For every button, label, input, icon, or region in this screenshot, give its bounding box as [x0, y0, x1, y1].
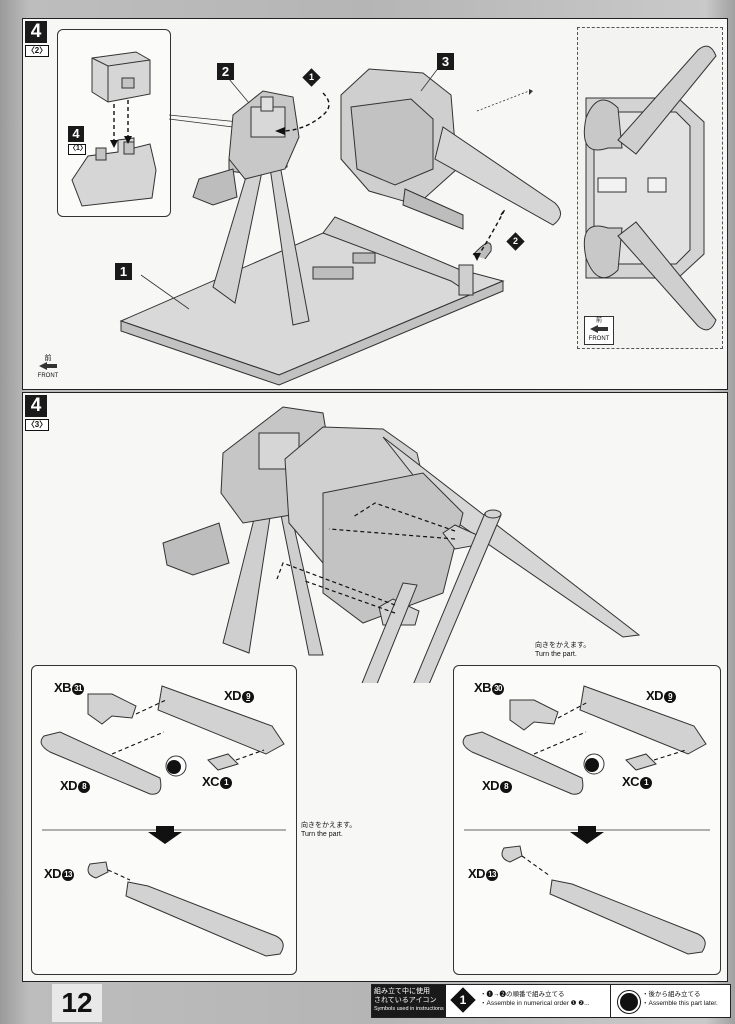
side-front-text: FRONT [588, 336, 610, 342]
turn-note-right: 向きをかえます。 Turn the part. [535, 641, 590, 659]
legend-title-en: Symbols used in instructions [374, 1006, 444, 1012]
page-number: 12 [52, 984, 102, 1022]
assemble-later-icon [618, 991, 640, 1013]
handle-assembly-illustration [162, 406, 641, 683]
stand-assembly-illustration [119, 66, 561, 386]
legend-order-jp: ・❶→❷の順番で組み立てる [480, 991, 565, 998]
right-subassembly-illustration [462, 685, 710, 955]
legend-order-text: ・❶→❷の順番で組み立てる ・Assemble in numerical ord… [480, 990, 590, 1008]
legend-title: 組み立て中に使用 されているアイコン Symbols used in instr… [372, 985, 446, 1017]
step-sub-number: 〈2〉 [25, 45, 49, 57]
step-number-b: 4 [25, 395, 47, 417]
legend-order-en: ・Assemble in numerical order ❶ ❷... [480, 1000, 590, 1007]
legend-later-en: ・Assemble this part later. [642, 1000, 718, 1007]
front-direction-icon: 前 FRONT [35, 355, 61, 380]
inset-step-number: 4 [68, 126, 84, 142]
symbol-legend: 組み立て中に使用 されているアイコン Symbols used in instr… [371, 984, 731, 1018]
side-front-kanji: 前 [595, 318, 602, 324]
step-number: 4 [25, 21, 47, 43]
side-view-box: 前 FRONT [577, 27, 723, 349]
side-view-illustration [583, 45, 717, 331]
step-panel-top: 4 〈2〉 4 〈1〉 [22, 18, 728, 390]
turn-note-left-jp: 向きをかえます。 [301, 822, 357, 829]
legend-later-text: ・後から組み立てる ・Assemble this part later. [642, 990, 718, 1008]
legend-divider [610, 985, 611, 1017]
label-part-3: 3 [437, 53, 454, 70]
turn-note-left: 向きをかえます。 Turn the part. [301, 821, 356, 839]
step-sub-number-b: 〈3〉 [25, 419, 49, 431]
step-panel-bottom: 4 〈3〉 [22, 392, 728, 982]
turn-note-left-en: Turn the part. [301, 831, 343, 838]
label-part-2: 2 [217, 63, 234, 80]
turn-note-right-en: Turn the part. [535, 651, 577, 658]
order-symbol-number: 1 [459, 993, 467, 1007]
legend-title-jp-1: 組み立て中に使用 [374, 988, 430, 995]
legend-title-jp-2: されているアイコン [374, 997, 437, 1004]
side-front-arrow-icon [590, 325, 608, 333]
front-text: FRONT [37, 373, 59, 379]
inset-step-sub: 〈1〉 [68, 144, 87, 155]
inset-part-illustration [71, 51, 157, 207]
side-front-icon: 前 FRONT [584, 316, 614, 345]
turn-note-right-jp: 向きをかえます。 [535, 642, 591, 649]
front-arrow-icon [39, 362, 57, 370]
front-kanji: 前 [44, 355, 52, 362]
left-subassembly-illustration [40, 685, 286, 957]
inset-detail-box: 4 〈1〉 [57, 29, 171, 217]
label-part-1: 1 [115, 263, 132, 280]
legend-later-jp: ・後から組み立てる [642, 991, 701, 998]
